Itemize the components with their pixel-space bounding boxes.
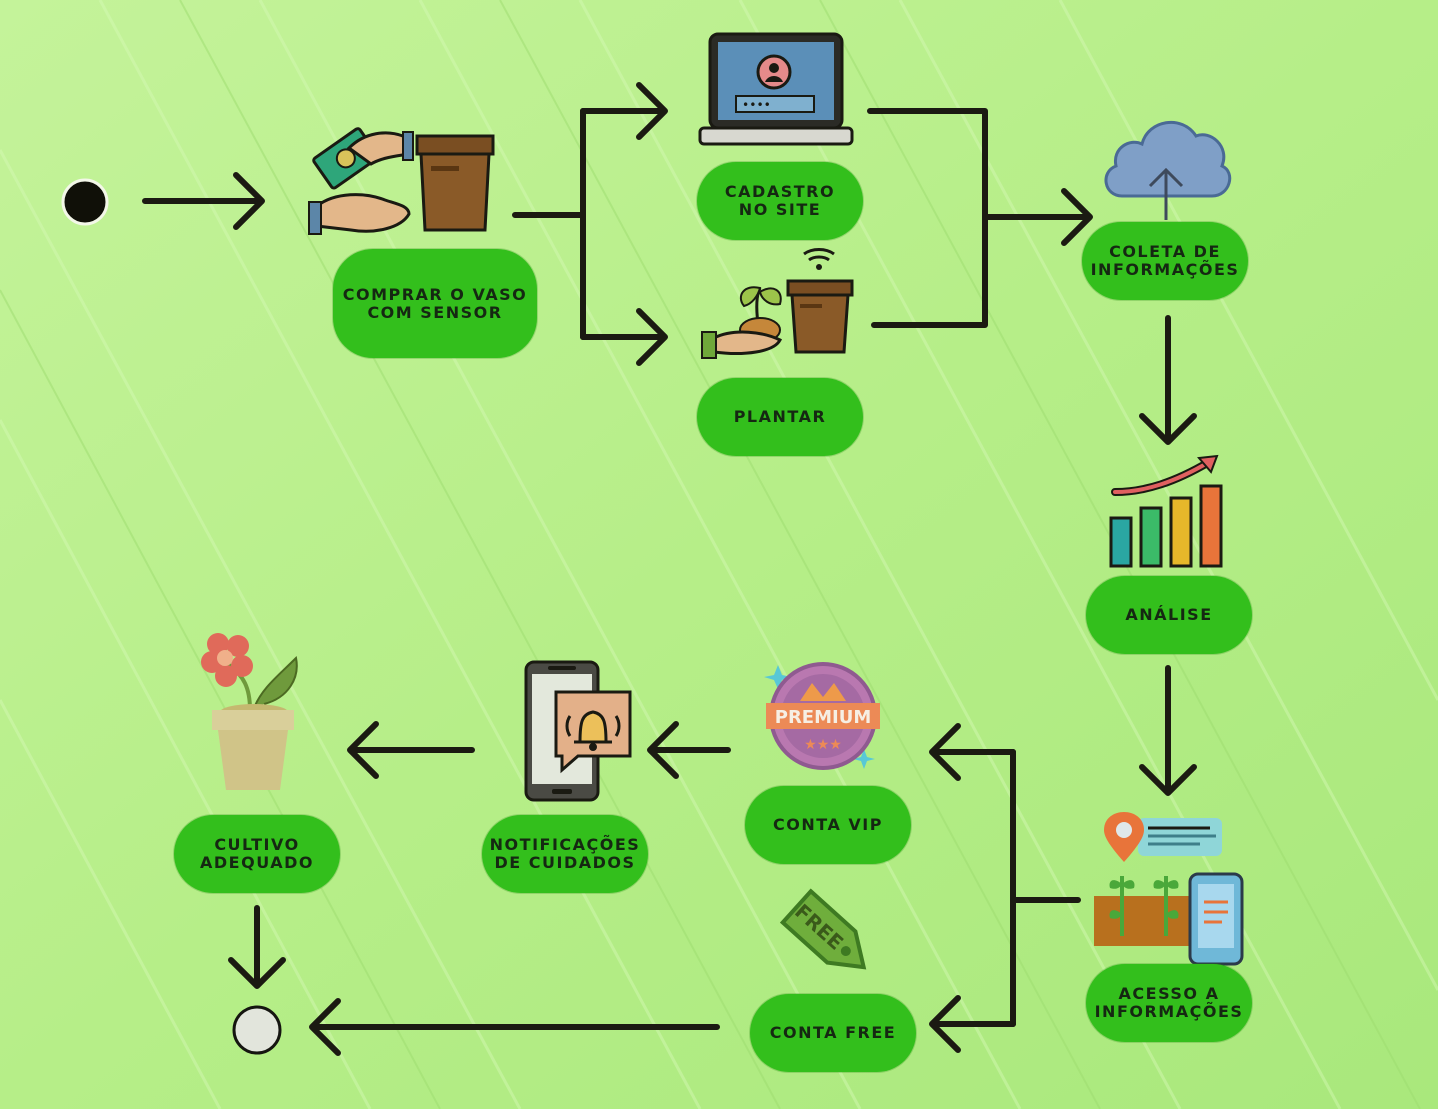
cadastro-node: CADASTRO NO SITE (697, 162, 863, 240)
acesso-node: ACESSO A INFORMAÇÕES (1086, 964, 1252, 1042)
connector-acesso-branch (1010, 749, 1081, 1027)
initial-state (61, 178, 109, 226)
cultivo-node: CULTIVO ADEQUADO (174, 815, 340, 893)
arrow-cultivo-to-end (228, 905, 286, 989)
hands-money-pot-icon (308, 127, 495, 235)
arrow-coleta-to-analise (1139, 315, 1197, 445)
comprar-node: COMPRAR O VASO COM SENSOR (333, 249, 537, 358)
coleta-label: COLETA DE INFORMAÇÕES (1090, 242, 1240, 279)
plantar-node: PLANTAR (697, 378, 863, 456)
free-label: CONTA FREE (769, 1023, 897, 1042)
coleta-node: COLETA DE INFORMAÇÕES (1082, 222, 1248, 300)
vip-node: CONTA VIP (745, 786, 911, 864)
arrow-to-cadastro (580, 82, 668, 140)
free-node: CONTA FREE (750, 994, 916, 1072)
free-tag-icon: FREE (779, 888, 867, 970)
vip-label: CONTA VIP (773, 815, 883, 834)
arrow-analise-to-acesso (1139, 665, 1197, 796)
svg-text:••••: •••• (742, 98, 771, 112)
acesso-label: ACESSO A INFORMAÇÕES (1094, 984, 1244, 1021)
arrow-to-coleta (982, 188, 1093, 246)
hand-seedling-pot-icon (701, 248, 854, 359)
plantar-label: PLANTAR (733, 407, 827, 426)
connector-comprar-fork (512, 108, 586, 340)
arrow-notificacoes-to-cultivo (347, 721, 475, 779)
notificacoes-label: NOTIFICAÇÕES DE CUIDADOS (489, 835, 641, 872)
svg-text:★★★: ★★★ (804, 737, 842, 753)
comprar-label: COMPRAR O VASO COM SENSOR (342, 284, 528, 322)
bar-chart-growth-icon (1109, 454, 1223, 568)
analise-node: ANÁLISE (1086, 576, 1252, 654)
connector-cadastro-merge (867, 108, 988, 328)
cloud-upload-icon (1104, 120, 1232, 220)
final-state (232, 1005, 282, 1055)
svg-text:PREMIUM: PREMIUM (775, 707, 872, 728)
arrow-to-plantar (580, 308, 668, 366)
arrow-to-vip (929, 723, 1016, 781)
premium-badge-icon: PREMIUM ★★★ (764, 662, 880, 770)
location-garden-phone-icon (1094, 812, 1244, 966)
cultivo-label: CULTIVO ADEQUADO (200, 835, 314, 872)
arrow-free-to-end (309, 998, 720, 1056)
cadastro-label: CADASTRO NO SITE (724, 182, 836, 219)
notificacoes-node: NOTIFICAÇÕES DE CUIDADOS (482, 815, 648, 893)
flower-pot-icon (201, 633, 298, 790)
arrow-start-to-comprar (142, 172, 265, 230)
laptop-login-icon: •••• (698, 32, 854, 146)
phone-bell-icon (524, 660, 632, 802)
analise-label: ANÁLISE (1125, 605, 1213, 624)
arrow-vip-to-notificacoes (647, 721, 731, 779)
arrow-to-free (929, 995, 1016, 1053)
